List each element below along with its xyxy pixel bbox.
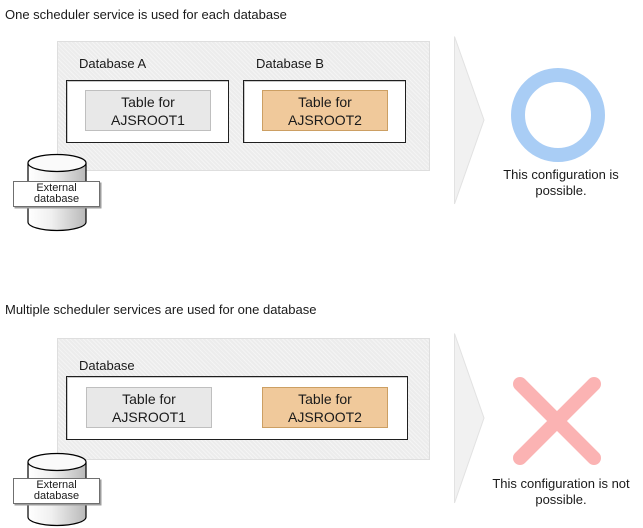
- section2-verdict-line1: This configuration is not: [492, 476, 630, 491]
- section1-verdict-text: This configuration is possible.: [451, 167, 643, 199]
- possible-circle-icon: [511, 68, 605, 162]
- section2-verdict-text: This configuration is not possible.: [451, 476, 643, 508]
- table-ajsroot1-box: Table for AJSROOT1: [85, 90, 211, 131]
- section2-verdict-line2: possible.: [535, 492, 587, 507]
- right-arrow-icon-2: [454, 333, 485, 504]
- table-ajsroot1-line2: AJSROOT1: [111, 111, 185, 128]
- database-b-box: Table for AJSROOT2: [243, 80, 406, 143]
- table-ajsroot2-box-2: Table for AJSROOT2: [262, 387, 388, 428]
- table-ajsroot2-line1: Table for: [298, 93, 352, 110]
- section1-panel: Database A Database B Table for AJSROOT1…: [57, 41, 430, 171]
- table-ajsroot2-line2: AJSROOT2: [288, 111, 362, 128]
- section1-verdict-line2: possible.: [535, 183, 587, 198]
- table-ajsroot1-box-2: Table for AJSROOT1: [86, 387, 212, 428]
- database-a-box: Table for AJSROOT1: [66, 80, 229, 143]
- table-ajsroot1-2-line1: Table for: [122, 390, 176, 407]
- table-ajsroot2-2-line2: AJSROOT2: [288, 408, 362, 425]
- table-ajsroot2-2-line1: Table for: [298, 390, 352, 407]
- database-b-label: Database B: [256, 56, 324, 71]
- external-database-line2: database: [33, 193, 80, 205]
- section1-title: One scheduler service is used for each d…: [5, 7, 287, 22]
- database-box: Table for AJSROOT1 Table for AJSROOT2: [66, 376, 408, 440]
- not-possible-cross-icon: [513, 377, 601, 465]
- section1-verdict-line1: This configuration is: [503, 167, 619, 182]
- database-label: Database: [79, 358, 135, 373]
- table-ajsroot2-box: Table for AJSROOT2: [262, 90, 388, 131]
- section2-title: Multiple scheduler services are used for…: [5, 302, 317, 317]
- table-ajsroot1-2-line2: AJSROOT1: [112, 408, 186, 425]
- external-database-line1: External: [36, 181, 77, 194]
- section2-panel: Database Table for AJSROOT1 Table for AJ…: [57, 338, 430, 460]
- right-arrow-icon: [454, 36, 485, 205]
- external-database-2-line2: database: [33, 490, 80, 502]
- external-database-label-2: External database: [13, 478, 100, 504]
- database-a-label: Database A: [79, 56, 147, 71]
- external-database-label: External database: [13, 181, 100, 207]
- external-database-2-line1: External: [36, 478, 77, 491]
- table-ajsroot1-line1: Table for: [121, 93, 175, 110]
